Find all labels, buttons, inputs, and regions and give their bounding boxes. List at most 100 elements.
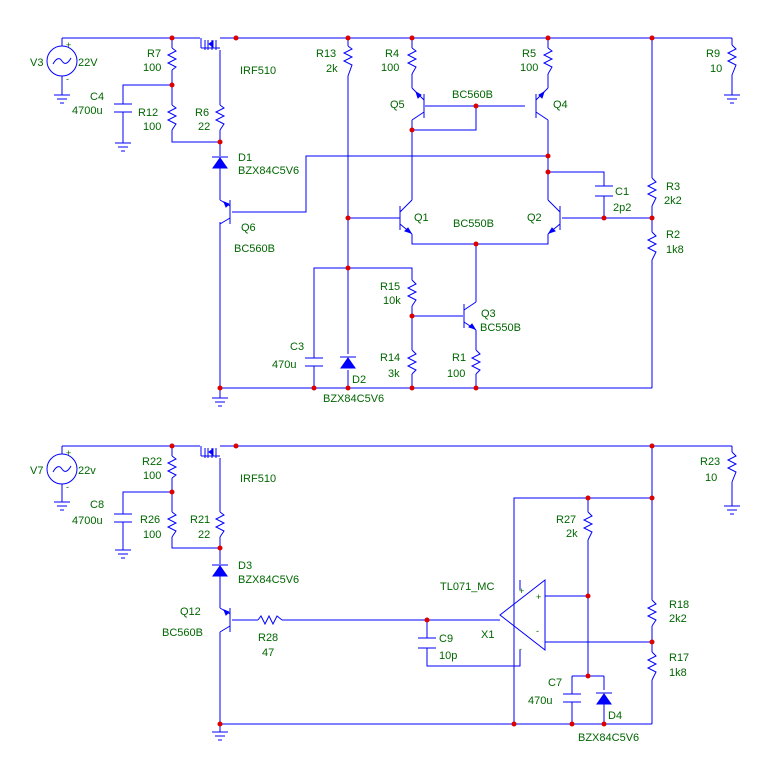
svg-text:4700u: 4700u <box>72 515 103 527</box>
q5-transistor: Q5 <box>390 87 425 121</box>
svg-text:47: 47 <box>262 647 274 659</box>
d4-zener: D4 BZX84C5V6 <box>578 692 639 744</box>
ground-symbol <box>212 731 228 741</box>
r18-resistor: R18 2k2 <box>646 599 689 627</box>
c3-capacitor: C3 470u <box>272 341 323 371</box>
svg-text:2k2: 2k2 <box>664 195 682 207</box>
svg-text:C9: C9 <box>439 633 453 645</box>
svg-text:-: - <box>536 626 539 636</box>
r21-resistor: R21 22 <box>190 511 226 541</box>
svg-text:X1: X1 <box>481 629 494 641</box>
x1-opamp: + - + - TL071_MC X1 <box>440 578 546 654</box>
svg-text:1k8: 1k8 <box>669 667 687 679</box>
r7-resistor: R7 100 <box>143 47 178 74</box>
svg-text:C8: C8 <box>90 499 104 511</box>
svg-text:2k2: 2k2 <box>669 613 687 625</box>
svg-text:100: 100 <box>143 121 161 133</box>
svg-text:D4: D4 <box>608 710 622 722</box>
r13-resistor: R13 2k <box>316 45 354 77</box>
svg-text:2k: 2k <box>566 528 578 540</box>
v7-source: + - V7 22v <box>30 448 96 492</box>
ground-symbol <box>724 94 740 104</box>
svg-text:R27: R27 <box>556 514 576 526</box>
ground-symbol <box>54 94 70 104</box>
svg-text:Q2: Q2 <box>527 212 542 224</box>
junction-dots-circuit-1 <box>169 35 655 391</box>
svg-text:10: 10 <box>710 63 722 75</box>
svg-text:100: 100 <box>143 470 161 482</box>
wires-circuit-2 <box>61 445 733 732</box>
q1-transistor: Q1 <box>399 199 429 235</box>
svg-text:100: 100 <box>520 62 538 74</box>
r23-resistor: R23 10 <box>700 451 738 484</box>
svg-text:22: 22 <box>198 529 210 541</box>
svg-text:V7: V7 <box>30 465 43 477</box>
r22-resistor: R22 100 <box>142 455 178 482</box>
svg-text:-: - <box>66 74 69 84</box>
svg-text:Q1: Q1 <box>414 212 429 224</box>
svg-text:-: - <box>519 644 522 654</box>
svg-text:BZX84C5V6: BZX84C5V6 <box>323 393 384 405</box>
q6-transistor: Q6 BC560B <box>219 199 275 255</box>
svg-text:100: 100 <box>447 368 465 380</box>
circuit-1: + - V3 22V R7 100 R12 100 C4 4700u <box>30 35 740 407</box>
d3-zener: D3 BZX84C5V6 <box>212 560 299 586</box>
svg-text:BC560B: BC560B <box>162 627 203 639</box>
svg-text:10k: 10k <box>383 295 401 307</box>
svg-text:BC560B: BC560B <box>234 243 275 255</box>
svg-text:R9: R9 <box>706 48 720 60</box>
svg-text:100: 100 <box>381 62 399 74</box>
irf510-mosfet: IRF510 <box>200 38 276 77</box>
pnp-pair-part: BC560B <box>452 89 493 101</box>
svg-text:TL071_MC: TL071_MC <box>440 581 494 593</box>
svg-text:4700u: 4700u <box>72 105 103 117</box>
svg-text:R1: R1 <box>452 352 466 364</box>
svg-text:Q6: Q6 <box>241 222 256 234</box>
r28-resistor: R28 47 <box>257 614 283 659</box>
svg-text:R18: R18 <box>669 599 689 611</box>
svg-text:3k: 3k <box>388 368 400 380</box>
svg-text:2p2: 2p2 <box>613 202 631 214</box>
svg-text:D1: D1 <box>238 152 252 164</box>
svg-text:R13: R13 <box>316 48 336 60</box>
svg-text:IRF510: IRF510 <box>240 65 276 77</box>
svg-text:R15: R15 <box>380 281 400 293</box>
junction-dots-circuit-2 <box>169 443 655 727</box>
svg-text:D3: D3 <box>238 560 252 572</box>
ground-symbol <box>115 142 131 152</box>
irf510-mosfet: IRF510 <box>200 446 276 485</box>
svg-text:C1: C1 <box>615 186 629 198</box>
svg-text:1k8: 1k8 <box>666 244 684 256</box>
r6-resistor: R6 22 <box>195 104 226 133</box>
svg-text:+: + <box>536 592 541 602</box>
r27-resistor: R27 2k <box>556 511 594 541</box>
q2-transistor: Q2 <box>527 199 561 235</box>
svg-text:IRF510: IRF510 <box>240 473 276 485</box>
q4-transistor: Q4 <box>535 87 568 121</box>
svg-text:10: 10 <box>705 472 717 484</box>
ground-symbol <box>115 549 131 559</box>
r14-resistor: R14 3k <box>380 349 418 380</box>
svg-text:R12: R12 <box>138 107 158 119</box>
svg-text:R14: R14 <box>380 352 400 364</box>
ground-symbol <box>212 397 228 407</box>
svg-text:R22: R22 <box>142 456 162 468</box>
v3-ref: V3 <box>30 57 43 69</box>
c7-capacitor: C7 470u <box>528 677 581 707</box>
svg-text:100: 100 <box>143 62 161 74</box>
svg-text:470u: 470u <box>528 695 552 707</box>
svg-text:Q5: Q5 <box>390 99 405 111</box>
svg-text:BC550B: BC550B <box>480 322 521 334</box>
svg-text:-: - <box>66 482 69 492</box>
circuit-2: + - V7 22v R22 100 R26 100 C8 4700u <box>30 443 740 744</box>
svg-text:22: 22 <box>198 121 210 133</box>
svg-text:+: + <box>519 586 524 596</box>
svg-text:R2: R2 <box>666 229 680 241</box>
svg-text:R17: R17 <box>669 652 689 664</box>
v3-source: + - V3 22V <box>30 40 98 84</box>
q3-transistor: Q3 BC550B <box>463 301 521 334</box>
r15-resistor: R15 10k <box>380 279 418 307</box>
svg-text:C7: C7 <box>548 677 562 689</box>
v3-value: 22V <box>78 57 98 69</box>
